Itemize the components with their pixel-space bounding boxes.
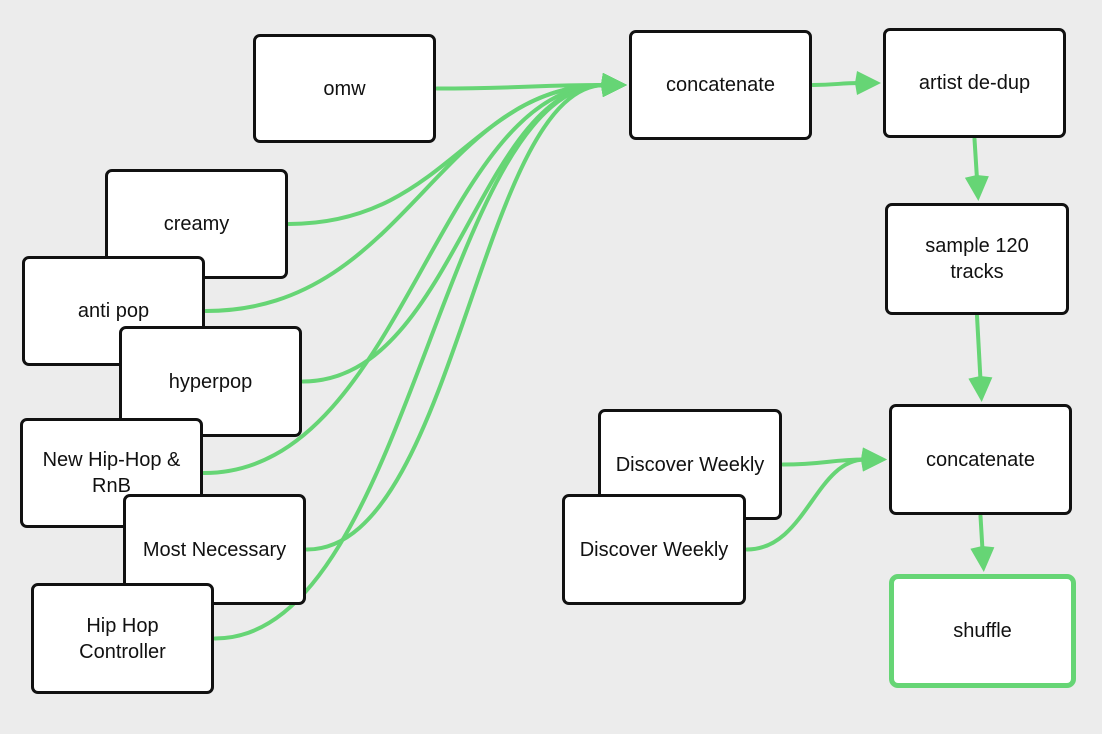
node-label: Most Necessary [142,538,287,561]
node-label: hyperpop [168,370,253,393]
node-label: sample 120 tracks [925,235,1029,283]
node-label: Hip Hop Controller [79,614,166,663]
node-sample-120-tracks[interactable]: sample 120 tracks [885,203,1069,315]
edge-artist-de-dup-to-sample-120 [964,137,989,201]
node-label: New Hip-Hop & RnB [42,449,181,497]
node-label: artist de-dup [918,72,1031,94]
node-label: anti pop [77,300,150,322]
edge-concatenate-1-to-artist-de-dup [811,71,881,96]
node-concatenate-1[interactable]: concatenate [629,30,812,140]
node-label: omw [323,77,366,100]
node-artist-de-dup[interactable]: artist de-dup [883,28,1066,138]
node-hip-hop-controller[interactable]: Hip Hop Controller [31,583,214,694]
node-label: shuffle [953,620,1012,642]
node-concatenate-2[interactable]: concatenate [889,404,1072,515]
node-label: Discover Weekly [579,538,729,561]
node-shuffle[interactable]: shuffle [889,574,1076,688]
node-discover-weekly-2[interactable]: Discover Weekly [562,494,746,605]
edge-omw-to-concatenate-1 [435,73,627,98]
edge-discover-weekly-1-to-concatenate-2 [781,447,887,472]
node-label: creamy [163,213,230,235]
edge-concatenate-2-to-shuffle [970,514,995,572]
node-omw[interactable]: omw [253,34,436,143]
edge-most-necessary-to-concatenate-1 [305,73,627,552]
node-label: concatenate [666,74,775,96]
edge-sample-120-to-concatenate-2 [968,314,993,402]
node-label: Discover Weekly [615,453,765,476]
node-label: concatenate [926,448,1035,471]
